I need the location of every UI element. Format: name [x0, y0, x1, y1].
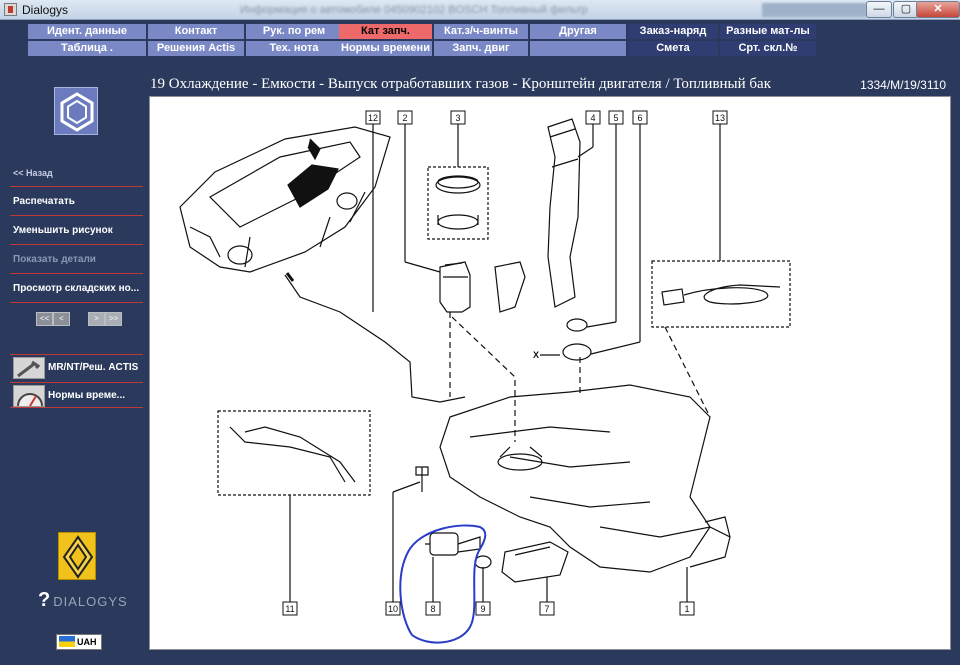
blurred-info-text: Информация о автомобиле 0450902102 BOSCH… — [240, 4, 588, 16]
app-icon — [4, 3, 17, 16]
menu-misc-materials[interactable]: Разные мат-лы — [720, 24, 816, 39]
menu-estimate[interactable]: Смета — [628, 41, 718, 56]
menu-time-norms[interactable]: Нормы времени — [339, 41, 432, 56]
page-title: 19 Охлаждение - Емкости - Выпуск отработ… — [150, 76, 771, 92]
dialogys-brand-text: DIALOGYS — [53, 594, 128, 609]
fuel-tank — [439, 384, 731, 573]
mr-actis-label: MR/NT/Реш. ACTIS — [48, 362, 139, 373]
currency-label: UAH — [77, 637, 97, 647]
menu-stock-sort[interactable]: Срт. скл.№ — [720, 41, 816, 56]
renault-logo-icon — [58, 532, 96, 580]
hand-drawn-circle — [399, 524, 487, 644]
part-label-6[interactable]: 6 — [637, 113, 642, 123]
ukraine-flag-icon — [59, 636, 75, 647]
hex-nut-icon — [54, 87, 98, 135]
menu-work-order[interactable]: Заказ-наряд — [628, 24, 718, 39]
menu-tech-note[interactable]: Тех. нота — [246, 41, 342, 56]
menu-parts-screws[interactable]: Кат.з/ч-винты — [434, 24, 528, 39]
part-label-12[interactable]: 12 — [368, 113, 378, 123]
fuel-pump — [439, 261, 526, 313]
parts-diagram[interactable]: 12 2 3 4 5 6 13 11 10 8 9 7 1 X — [149, 96, 951, 650]
part-label-13[interactable]: 13 — [715, 113, 725, 123]
mr-actis-tool[interactable]: MR/NT/Реш. ACTIS — [10, 354, 143, 380]
part-label-8[interactable]: 8 — [430, 604, 435, 614]
question-mark-icon: ? — [38, 589, 52, 611]
close-button[interactable]: ✕ — [916, 1, 960, 18]
menu-repair-manual[interactable]: Рук. по рем — [246, 24, 342, 39]
currency-badge[interactable]: UAH — [56, 634, 102, 650]
window-title: Dialogys — [22, 3, 69, 17]
fuel-line-12 — [284, 274, 466, 403]
time-norms-tool[interactable]: Нормы време... — [10, 382, 143, 408]
pager-first-button[interactable]: << — [36, 312, 53, 326]
filler-neck — [547, 118, 581, 308]
pager: <<< >>> — [36, 312, 122, 326]
minimize-button[interactable]: — — [866, 1, 892, 18]
print-button[interactable]: Распечатать — [10, 189, 143, 216]
part-label-9[interactable]: 9 — [480, 604, 485, 614]
diagram-reference: 1334/M/19/3110 — [860, 78, 946, 92]
exploded-view-drawing: 12 2 3 4 5 6 13 11 10 8 9 7 1 X — [179, 110, 791, 644]
stock-view-button[interactable]: Просмотр складских но... — [10, 276, 143, 303]
fuel-filter — [425, 532, 481, 556]
back-link[interactable]: << Назад — [10, 160, 143, 187]
time-norms-label: Нормы време... — [48, 390, 126, 401]
show-details-button[interactable]: Показать детали — [10, 247, 143, 274]
car-outline — [179, 126, 391, 273]
menu-engine-parts[interactable]: Запч. двиг — [434, 41, 528, 56]
part-label-1[interactable]: 1 — [684, 604, 689, 614]
wrench-icon — [13, 357, 45, 379]
menu-table[interactable]: Таблица . — [28, 41, 146, 56]
window-titlebar: Dialogys Информация о автомобиле 0450902… — [0, 0, 960, 20]
part-label-3[interactable]: 3 — [455, 113, 460, 123]
part-label-2[interactable]: 2 — [402, 113, 407, 123]
part-label-11[interactable]: 11 — [285, 604, 294, 614]
part-label-4[interactable]: 4 — [590, 113, 595, 123]
pager-spacer — [70, 312, 88, 326]
pager-last-button[interactable]: >> — [105, 312, 122, 326]
menu-actis-solutions[interactable]: Решения Actis — [148, 41, 244, 56]
dialogys-logo: ?DIALOGYS — [38, 589, 128, 612]
part-label-7[interactable]: 7 — [544, 604, 549, 614]
dimension-x-label: X — [533, 350, 539, 360]
blurred-box — [762, 3, 867, 17]
menu-empty-slot — [530, 41, 626, 56]
pager-next-button[interactable]: > — [88, 312, 105, 326]
menu-contact[interactable]: Контакт — [148, 24, 244, 39]
part-label-5[interactable]: 5 — [613, 113, 618, 123]
shrink-image-button[interactable]: Уменьшить рисунок — [10, 218, 143, 245]
menu-parts-catalog[interactable]: Кат запч. — [339, 24, 432, 39]
left-sidebar: << Назад Распечатать Уменьшить рисунок П… — [0, 58, 148, 665]
top-menu: Идент. данные Контакт Рук. по рем Кат за… — [0, 20, 960, 58]
menu-ident-data[interactable]: Идент. данные — [28, 24, 146, 39]
pager-prev-button[interactable]: < — [53, 312, 70, 326]
part-label-10[interactable]: 10 — [388, 604, 398, 614]
menu-other[interactable]: Другая — [530, 24, 626, 39]
gauge-icon — [13, 385, 45, 407]
